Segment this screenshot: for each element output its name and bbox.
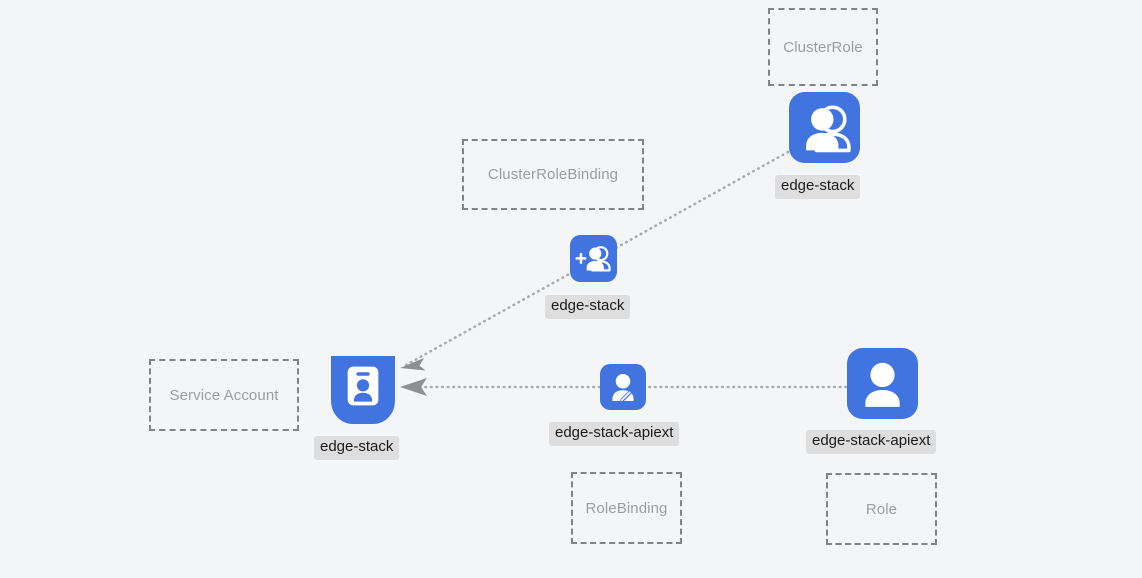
kind-label: ClusterRoleBinding — [487, 166, 619, 183]
node-label: edge-stack-apiext — [806, 430, 937, 454]
kind-box-serviceaccount: Service Account — [149, 359, 299, 431]
kind-box-clusterrolebinding: ClusterRoleBinding — [462, 139, 644, 210]
kind-label: Service Account — [169, 386, 279, 404]
arrowhead-icon — [400, 378, 427, 396]
group-users-icon[interactable] — [789, 92, 860, 163]
node-label: edge-stack — [314, 436, 400, 460]
user-edit-icon[interactable] — [600, 364, 646, 410]
kind-box-clusterrole: ClusterRole — [768, 8, 878, 86]
kind-label: Role — [865, 500, 898, 518]
id-badge-icon[interactable] — [331, 356, 395, 424]
node-label: edge-stack-apiext — [549, 422, 680, 446]
kind-label: RoleBinding — [585, 499, 668, 517]
kind-label: ClusterRole — [783, 38, 863, 56]
node-label: edge-stack — [775, 175, 861, 199]
arrowhead-icon — [400, 358, 426, 371]
single-user-icon[interactable] — [847, 348, 918, 419]
group-add-user-icon[interactable] — [570, 235, 617, 282]
node-label: edge-stack — [545, 295, 631, 319]
kind-box-rolebinding: RoleBinding — [571, 472, 682, 544]
kind-box-role: Role — [826, 473, 937, 545]
